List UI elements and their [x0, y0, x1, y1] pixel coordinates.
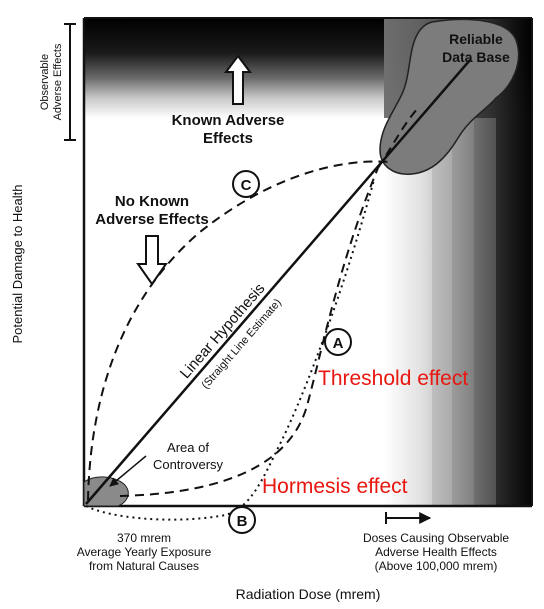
natural-line-2: Average Yearly Exposure: [77, 545, 212, 559]
doses-line-1: Doses Causing Observable: [363, 531, 509, 545]
observable-bracket: [64, 23, 76, 141]
curve-b-marker: B: [228, 506, 256, 534]
linear-hypothesis-line: [85, 59, 471, 505]
up-arrow-icon: [224, 54, 252, 105]
curve-a-tail: [377, 107, 419, 169]
x-axis-title: Radiation Dose (mrem): [236, 586, 381, 602]
controversy-line-2: Controversy: [153, 457, 224, 472]
doses-line-3: (Above 100,000 mrem): [375, 559, 498, 573]
controversy-pointer: [109, 455, 147, 487]
y-axis-title: Potential Damage to Health: [10, 185, 25, 344]
down-arrow-icon: [136, 235, 168, 286]
curve-a-label: A: [333, 335, 344, 352]
threshold-effect-annotation: Threshold effect: [318, 367, 468, 390]
hormesis-effect-annotation: Hormesis effect: [262, 475, 408, 498]
natural-line-1: 370 mrem: [117, 531, 171, 545]
curve-a: [119, 167, 379, 497]
reliable-data-base-blob: [379, 18, 520, 175]
axes: [82, 17, 533, 508]
curve-b-label: B: [237, 513, 248, 530]
curve-c-marker: C: [232, 170, 260, 198]
no-known-line-2: Adverse Effects: [95, 211, 208, 228]
observable-label-1: Observable: [39, 54, 51, 110]
known-effects-line-1: Known Adverse: [172, 112, 285, 129]
controversy-line-1: Area of: [167, 440, 209, 455]
known-effects-line-2: Effects: [203, 130, 253, 147]
no-known-line-1: No Known: [115, 193, 189, 210]
curve-a-marker: A: [324, 328, 352, 356]
curve-b: [85, 179, 375, 521]
observable-label-2: Adverse Effects: [52, 43, 64, 120]
doses-line-2: Adverse Health Effects: [375, 545, 497, 559]
curve-c-label: C: [241, 177, 252, 194]
reliable-line-1: Reliable: [449, 31, 503, 47]
reliable-line-2: Data Base: [442, 49, 510, 65]
natural-line-3: from Natural Causes: [89, 559, 199, 573]
curve-c: [87, 160, 391, 501]
